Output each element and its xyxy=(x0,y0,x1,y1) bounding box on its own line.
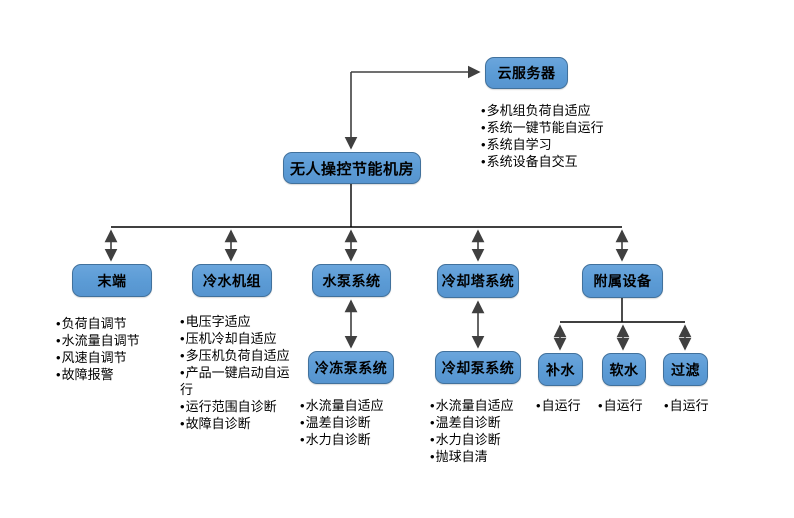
filter-features: 自运行 xyxy=(664,397,722,414)
soft-water-features: 自运行 xyxy=(598,397,656,414)
feature-item: 故障报警 xyxy=(56,366,178,383)
feature-item: 水力自诊断 xyxy=(300,431,420,448)
feature-item: 电压字适应 xyxy=(180,313,292,330)
water-replenish-features: 自运行 xyxy=(536,397,594,414)
feature-item: 压机冷却自适应 xyxy=(180,330,292,347)
node-water-replenish: 补水 xyxy=(538,353,583,386)
feature-item: 温差自诊断 xyxy=(300,414,420,431)
node-chilled-pump-system: 冷冻泵系统 xyxy=(308,351,394,384)
node-terminal: 末端 xyxy=(72,264,152,297)
feature-item: 水流量自适应 xyxy=(430,397,550,414)
cooling-pump-features: 水流量自适应温差自诊断水力自诊断抛球自清 xyxy=(430,397,550,465)
node-auxiliary-equipment: 附属设备 xyxy=(582,264,663,298)
feature-item: 水力自诊断 xyxy=(430,431,550,448)
node-filter: 过滤 xyxy=(663,353,708,386)
terminal-features: 负荷自调节水流量自调节风速自调节故障报警 xyxy=(56,315,178,383)
feature-item: 系统一键节能自运行 xyxy=(481,119,615,136)
feature-item: 系统设备自交互 xyxy=(481,153,615,170)
feature-item: 运行范围自诊断 xyxy=(180,398,292,415)
feature-item: 产品一键启动自运行 xyxy=(180,364,292,398)
feature-item: 自运行 xyxy=(536,397,594,414)
feature-item: 温差自诊断 xyxy=(430,414,550,431)
node-soft-water: 软水 xyxy=(602,353,646,386)
chiller-unit-features: 电压字适应压机冷却自适应多压机负荷自适应产品一键启动自运行运行范围自诊断故障自诊… xyxy=(180,313,292,432)
feature-item: 负荷自调节 xyxy=(56,315,178,332)
feature-item: 故障自诊断 xyxy=(180,415,292,432)
feature-item: 自运行 xyxy=(664,397,722,414)
feature-item: 多机组负荷自适应 xyxy=(481,102,615,119)
feature-item: 抛球自清 xyxy=(430,448,550,465)
chilled-pump-features: 水流量自适应温差自诊断水力自诊断 xyxy=(300,397,420,448)
feature-item: 水流量自调节 xyxy=(56,332,178,349)
feature-item: 多压机负荷自适应 xyxy=(180,347,292,364)
feature-item: 自运行 xyxy=(598,397,656,414)
node-cooling-tower-system: 冷却塔系统 xyxy=(437,264,519,298)
node-chiller-unit: 冷水机组 xyxy=(192,264,272,297)
node-root-machine-room: 无人操控节能机房 xyxy=(283,152,421,184)
node-cooling-pump-system: 冷却泵系统 xyxy=(435,351,521,384)
node-cloud-server: 云服务器 xyxy=(485,57,568,89)
cloud-server-features: 多机组负荷自适应系统一键节能自运行系统自学习系统设备自交互 xyxy=(481,102,615,170)
feature-item: 系统自学习 xyxy=(481,136,615,153)
node-pump-system: 水泵系统 xyxy=(312,264,391,297)
feature-item: 风速自调节 xyxy=(56,349,178,366)
feature-item: 水流量自适应 xyxy=(300,397,420,414)
